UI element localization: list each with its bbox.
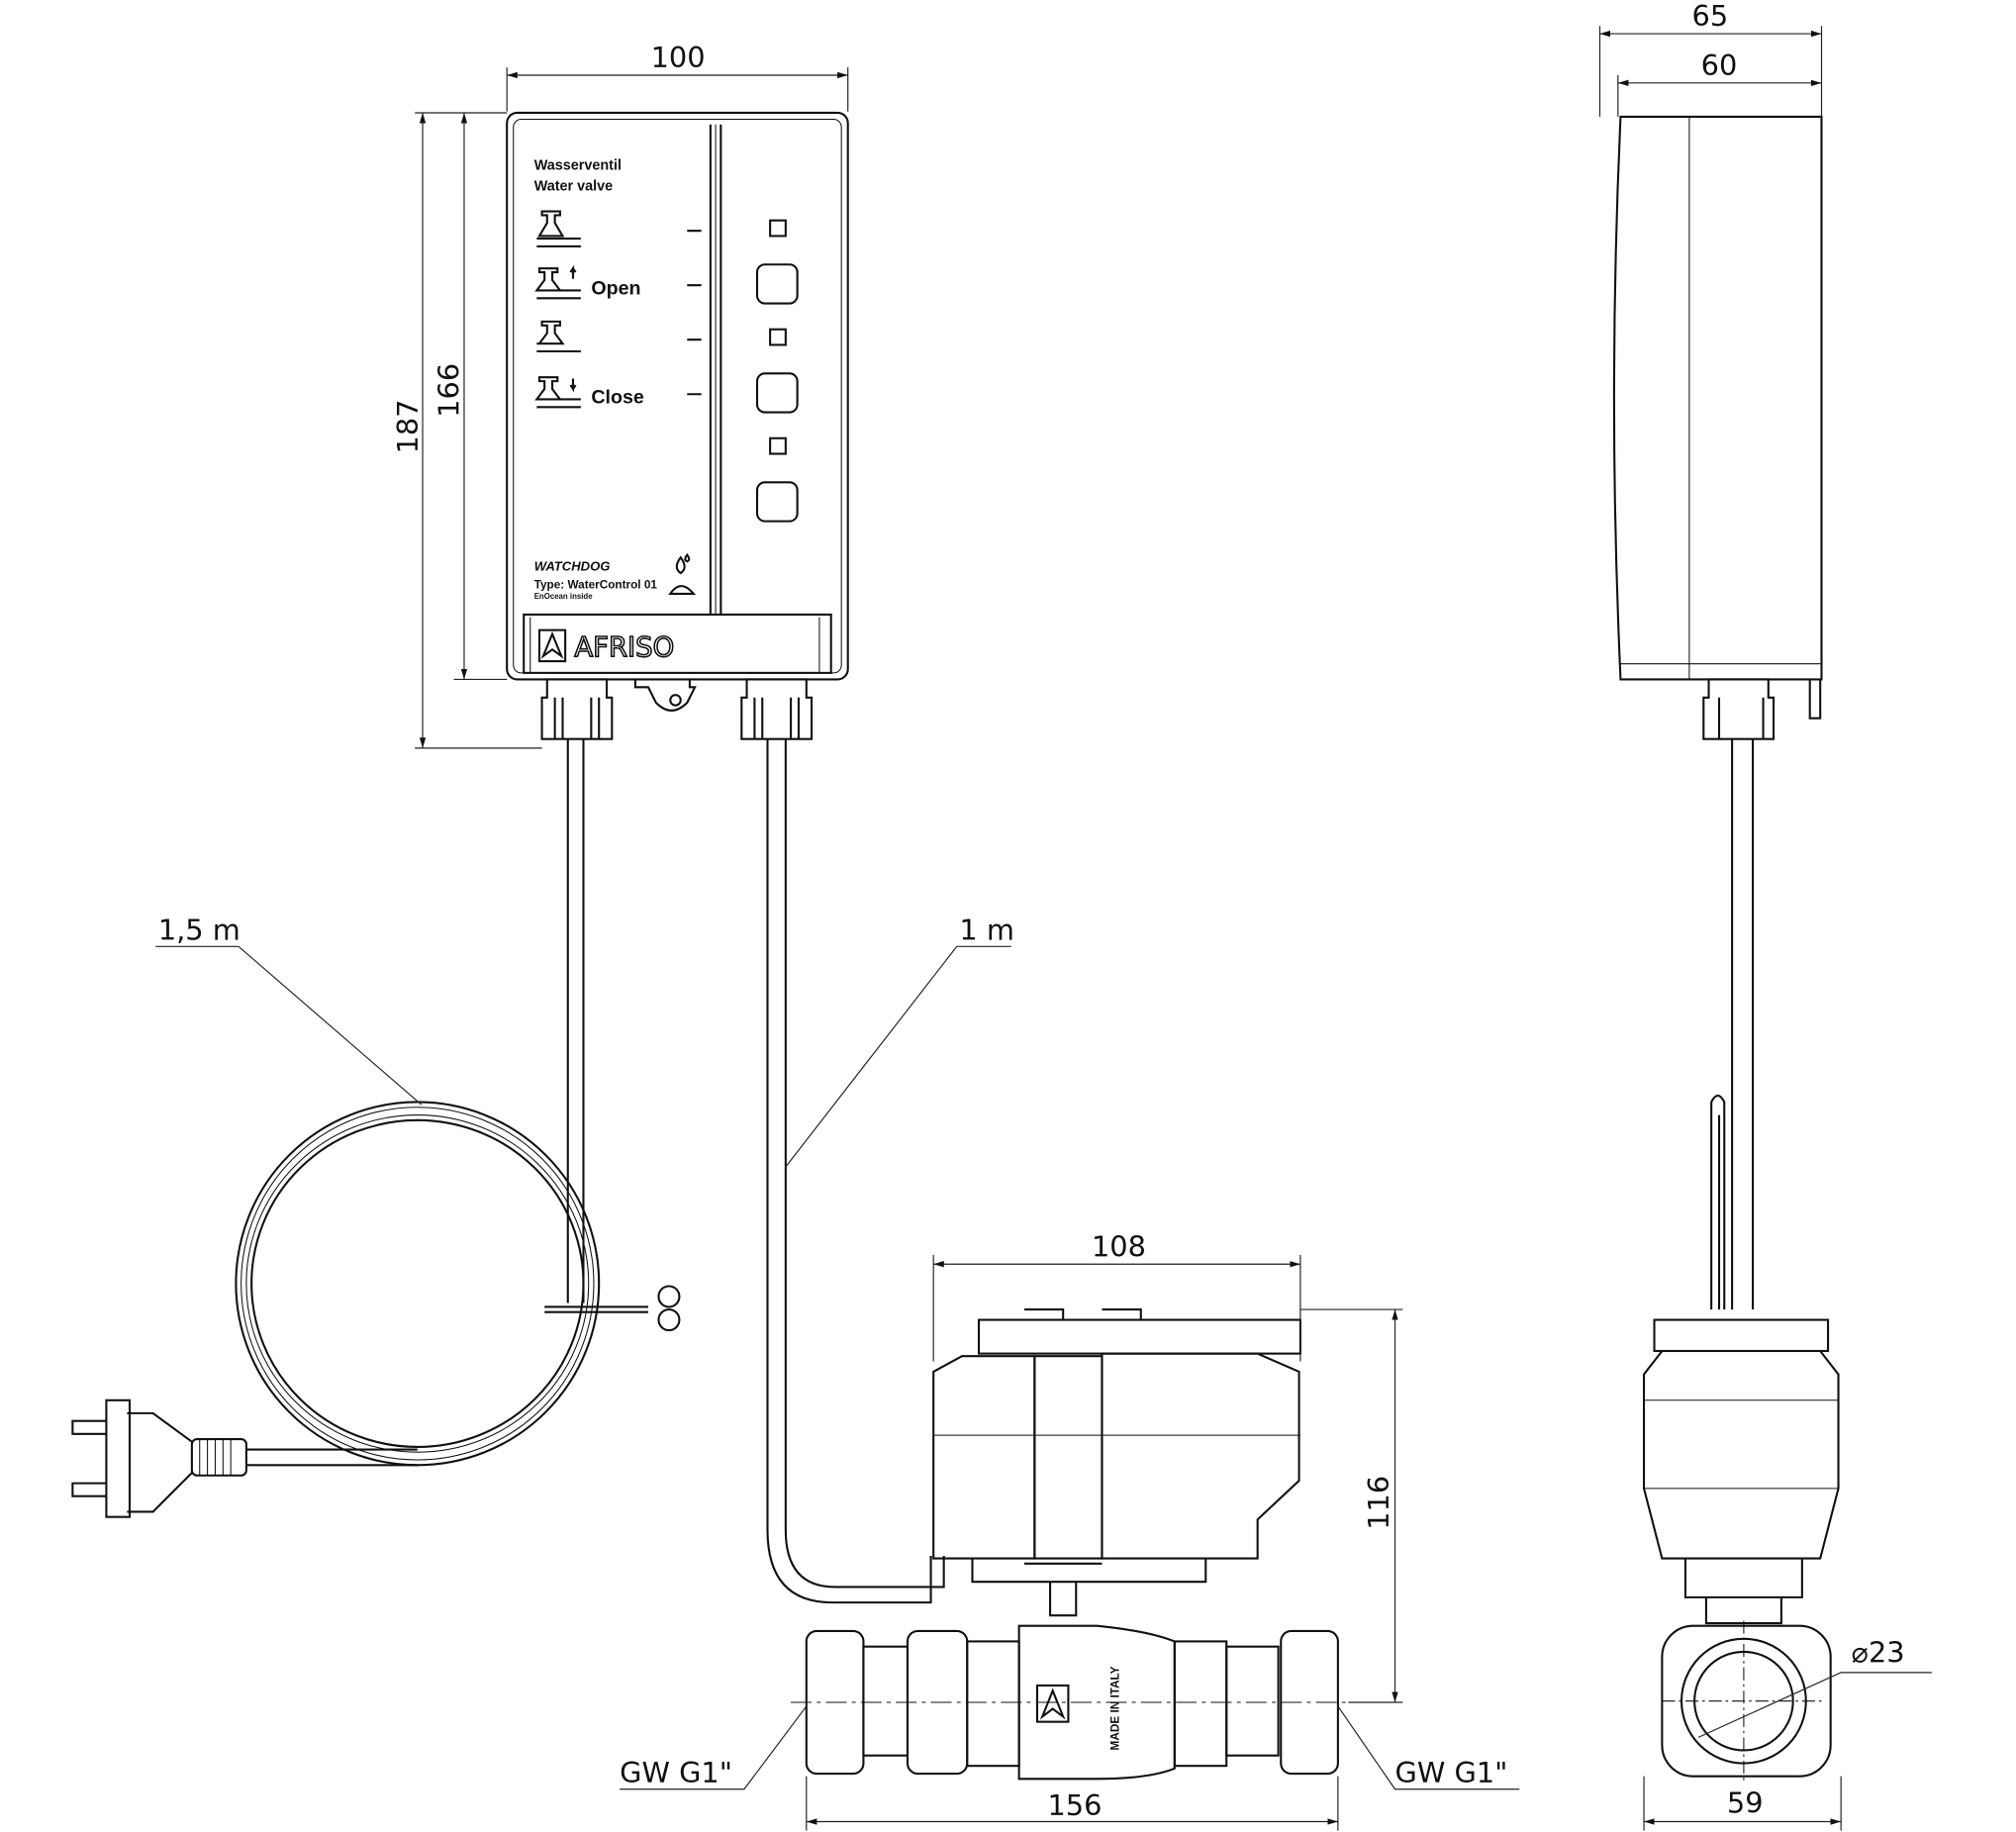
indicator-ticks <box>687 230 702 396</box>
close-label: Close <box>591 386 644 408</box>
valve-close-icon <box>534 376 581 409</box>
svg-text:GW G1": GW G1" <box>1395 1756 1508 1789</box>
valve-status-icon <box>536 210 581 247</box>
dim-thread-left: GW G1" <box>620 1705 808 1790</box>
control-box-front: Wasserventil Water valve Open Close WATC… <box>506 111 849 740</box>
dim-bore-diameter: ⌀23 <box>1697 1635 1932 1738</box>
svg-text:GW G1": GW G1" <box>620 1756 732 1789</box>
panel-title-en: Water valve <box>534 179 613 195</box>
svg-text:1,5 m: 1,5 m <box>158 914 240 947</box>
svg-text:166: 166 <box>432 363 466 418</box>
made-in-italy: MADE IN ITALY <box>1109 1666 1122 1750</box>
open-label: Open <box>591 277 640 299</box>
valve-cable <box>766 738 945 1604</box>
svg-text:⌀23: ⌀23 <box>1852 1635 1905 1669</box>
dim-actuator-height: 116 <box>1299 1308 1403 1703</box>
svg-text:1 m: 1 m <box>959 914 1014 947</box>
svg-text:59: 59 <box>1727 1785 1764 1819</box>
type-label: Type: WaterControl 01 <box>534 579 658 592</box>
water-drop-icon <box>668 552 697 596</box>
status-led-2 <box>769 328 787 346</box>
svg-text:100: 100 <box>651 41 706 74</box>
status-led-1 <box>769 219 787 238</box>
power-cable <box>71 738 681 1518</box>
close-button[interactable] <box>755 372 799 414</box>
svg-text:60: 60 <box>1701 48 1738 82</box>
valve-open-icon <box>534 264 581 300</box>
enocean-label: EnOcean inside <box>534 592 593 601</box>
ball-valve-body: MADE IN ITALY <box>791 1624 1354 1781</box>
svg-text:65: 65 <box>1692 0 1729 33</box>
dim-side-depth-total: 65 <box>1598 0 1823 117</box>
dim-valve-length: 156 <box>806 1776 1339 1831</box>
valve-closed-icon <box>536 320 581 353</box>
svg-text:108: 108 <box>1092 1229 1146 1263</box>
control-box-side <box>1612 115 1823 1310</box>
svg-text:187: 187 <box>391 400 425 454</box>
open-button[interactable] <box>755 263 799 305</box>
dim-box-height: 166 <box>432 112 508 681</box>
dim-power-cable: 1,5 m <box>155 914 423 1106</box>
learn-button[interactable] <box>755 481 799 523</box>
dim-valve-width: 59 <box>1643 1776 1842 1831</box>
panel-title-de: Wasserventil <box>534 158 622 174</box>
afriso-logo: AFRISO <box>574 631 674 663</box>
watchdog-logo: WATCHDOG <box>534 558 611 573</box>
dim-box-width: 100 <box>506 41 849 112</box>
status-led-3 <box>769 436 787 455</box>
svg-text:116: 116 <box>1362 1476 1395 1530</box>
dim-valve-cable: 1 m <box>785 914 1014 1168</box>
svg-text:156: 156 <box>1047 1788 1102 1822</box>
afriso-logo-icon <box>537 628 567 663</box>
dim-thread-right: GW G1" <box>1337 1705 1520 1790</box>
dim-side-depth: 60 <box>1617 48 1822 117</box>
dim-actuator-width: 108 <box>932 1229 1301 1362</box>
actuator-front <box>932 1308 1301 1617</box>
actuator-side <box>1642 1318 1840 1784</box>
dim-box-height-total: 187 <box>391 112 542 749</box>
